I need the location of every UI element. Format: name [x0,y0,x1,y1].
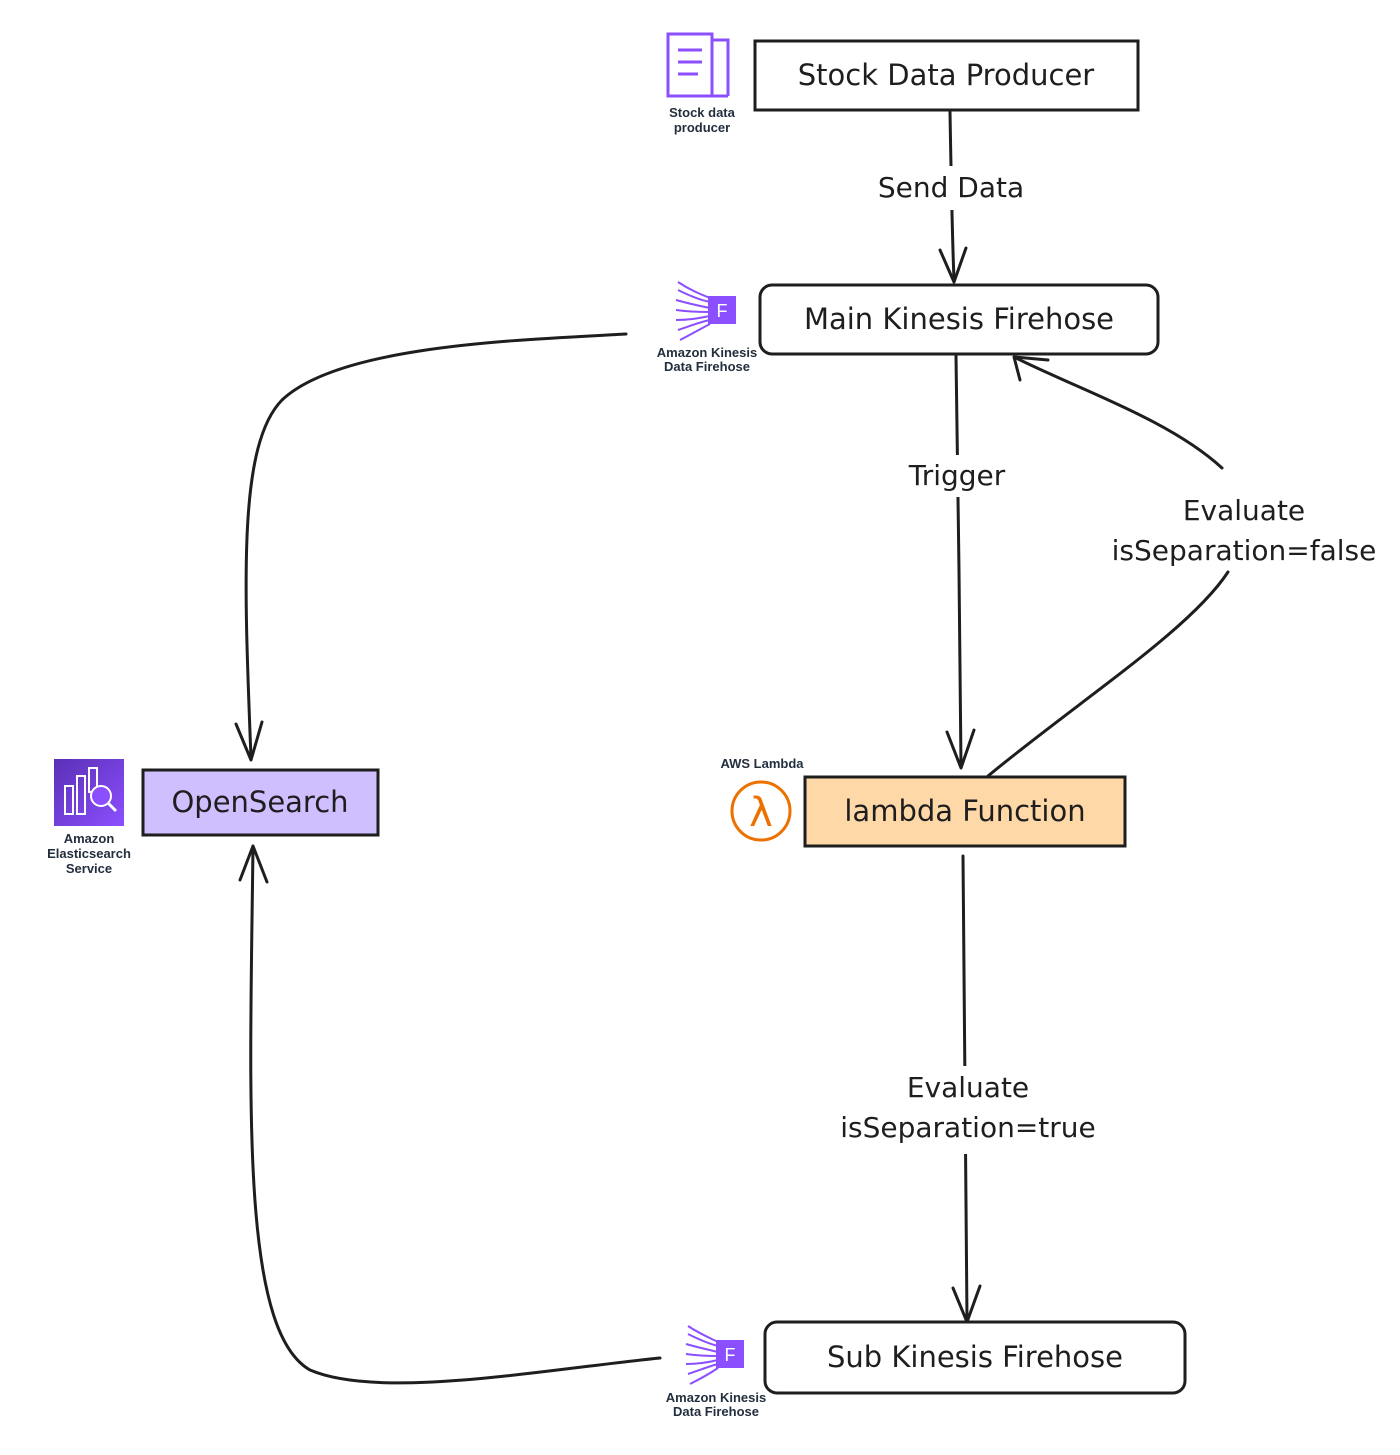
svg-text:Data Firehose: Data Firehose [673,1404,759,1419]
node-sub-kinesis-firehose[interactable]: Sub Kinesis Firehose [763,1320,1187,1395]
svg-text:Data Firehose: Data Firehose [664,359,750,374]
svg-text:F: F [725,1345,736,1365]
svg-text:Elasticsearch: Elasticsearch [47,846,131,861]
aws-lambda-icon: AWS Lambda λ [720,756,804,842]
edge-label-send-data: Send Data [878,171,1024,204]
edge-label-evaluate-true-2: isSeparation=true [840,1111,1096,1144]
edge-label-evaluate-false-2: isSeparation=false [1112,534,1377,567]
svg-text:producer: producer [674,120,730,135]
document-icon: Stock data producer [666,32,736,135]
edge-evaluate-true: Evaluate isSeparation=true [828,854,1108,1324]
elasticsearch-icon: Amazon Elasticsearch Service [47,759,131,876]
node-main-kinesis-firehose[interactable]: Main Kinesis Firehose [758,283,1160,356]
edge-send-data: Send Data [862,110,1042,284]
edge-label-evaluate-true-1: Evaluate [907,1071,1029,1104]
edge-main-to-opensearch [234,332,628,762]
edge-label-trigger: Trigger [908,459,1006,492]
node-label: Stock Data Producer [798,58,1095,92]
edge-trigger: Trigger [892,354,1022,770]
svg-text:λ: λ [749,790,773,836]
svg-text:Stock data: Stock data [669,105,736,120]
edge-sub-to-opensearch [238,844,662,1385]
kinesis-firehose-icon: F Amazon Kinesis Data Firehose [666,1325,766,1419]
svg-text:F: F [717,301,728,321]
svg-text:Service: Service [66,861,112,876]
svg-text:Amazon Kinesis: Amazon Kinesis [657,345,757,360]
node-label: lambda Function [844,794,1085,828]
svg-text:Amazon: Amazon [64,831,115,846]
node-stock-data-producer[interactable]: Stock Data Producer [753,39,1140,112]
edge-label-evaluate-false-1: Evaluate [1183,494,1305,527]
svg-text:Amazon Kinesis: Amazon Kinesis [666,1390,766,1405]
node-opensearch[interactable]: OpenSearch [141,768,380,837]
svg-text:AWS Lambda: AWS Lambda [720,756,804,771]
node-label: Sub Kinesis Firehose [827,1340,1123,1374]
node-lambda-function[interactable]: lambda Function [803,775,1127,848]
edge-evaluate-false: Evaluate isSeparation=false [986,355,1377,778]
node-label: Main Kinesis Firehose [804,302,1114,336]
node-label: OpenSearch [171,785,348,819]
kinesis-firehose-icon: F Amazon Kinesis Data Firehose [657,281,757,374]
